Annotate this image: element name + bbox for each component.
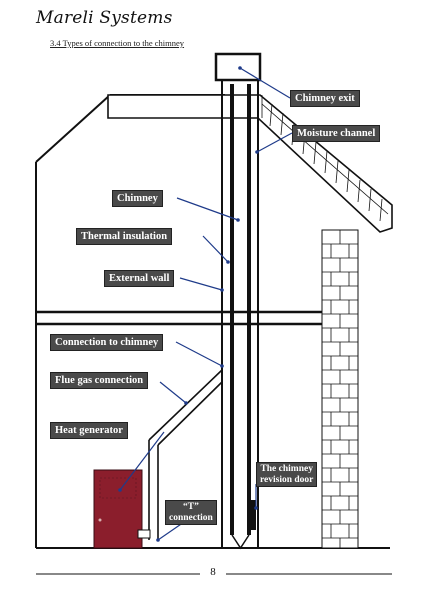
label-moisture-channel: Moisture channel xyxy=(292,125,381,142)
label-t-connection-line2: connection xyxy=(169,512,213,523)
floor-slab xyxy=(36,310,322,326)
label-heat-generator: Heat generator xyxy=(50,422,128,439)
brand-title: Mareli Systems xyxy=(36,8,173,28)
label-thermal-insulation: Thermal insulation xyxy=(76,228,173,245)
revision-door xyxy=(249,500,256,530)
brick-wall xyxy=(321,229,359,549)
label-flue-gas-connection: Flue gas connection xyxy=(50,372,149,389)
label-external-wall: External wall xyxy=(104,270,175,287)
label-revision-door: The chimney revision door xyxy=(256,462,318,487)
label-connection-to-chimney: Connection to chimney xyxy=(50,334,164,351)
label-revision-door-line1: The chimney xyxy=(260,464,313,474)
label-revision-door-line2: revision door xyxy=(260,474,314,485)
label-chimney: Chimney xyxy=(112,190,163,207)
label-t-connection-line1: “T” xyxy=(182,502,199,512)
chimney-stack xyxy=(221,80,259,550)
leader-lines xyxy=(119,67,293,541)
label-chimney-exit: Chimney exit xyxy=(290,90,360,107)
flue-pipe xyxy=(148,369,223,540)
page-number: 8 xyxy=(210,566,216,578)
label-t-connection: “T” connection xyxy=(165,500,217,525)
section-title: 3.4 Types of connection to the chimney xyxy=(50,38,185,48)
heat-generator xyxy=(93,469,151,549)
leader-dots xyxy=(118,66,259,542)
